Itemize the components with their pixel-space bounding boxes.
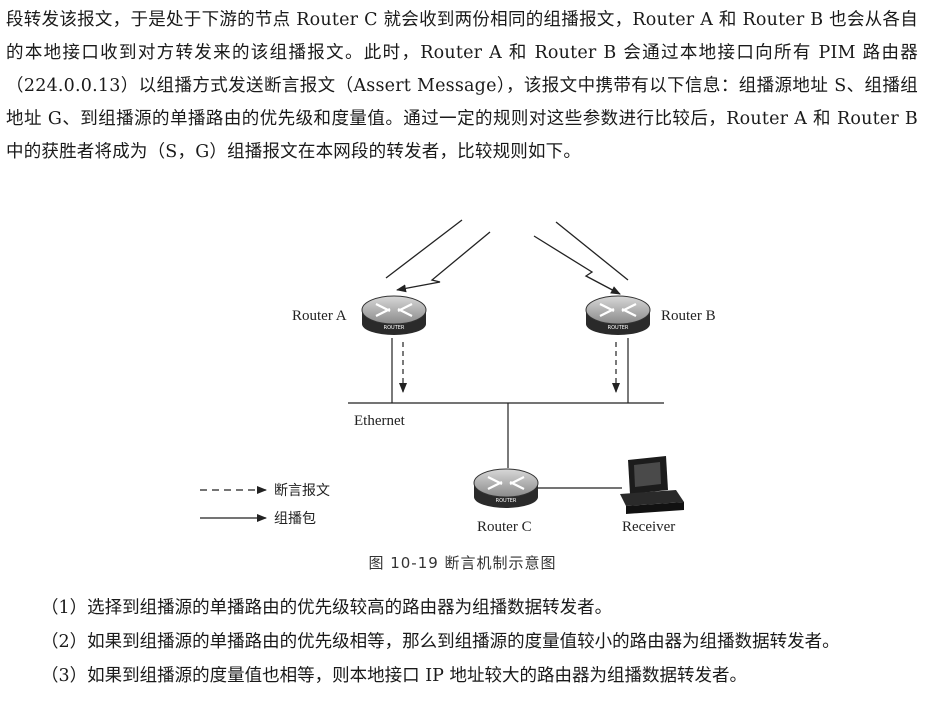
rule-item: （3）如果到组播源的度量值也相等，则本地接口 IP 地址较大的路由器为组播数据转…: [41, 666, 747, 686]
multicast-in-arrow-a: [385, 219, 491, 293]
receiver-label: Receiver: [622, 519, 675, 535]
router-a-badge: ROUTER: [384, 325, 405, 331]
ethernet-label: Ethernet: [354, 413, 406, 429]
receiver-computer-icon: [620, 456, 684, 514]
router-b-label: Router B: [661, 308, 716, 324]
router-a-label: Router A: [292, 308, 347, 324]
intro-paragraph: 段转发该报文，于是处于下游的节点 Router C 就会收到两份相同的组播报文，…: [6, 10, 918, 162]
router-c-label: Router C: [477, 519, 532, 535]
network-diagram: ROUTER Router A ROUTER Router B Ethernet: [200, 219, 716, 535]
router-b: ROUTER: [585, 295, 651, 335]
legend: 断言报文 组播包: [200, 483, 330, 527]
legend-multicast-label: 组播包: [274, 511, 316, 527]
rule-item: （2）如果到组播源的单播路由的优先级相等，那么到组播源的度量值较小的路由器为组播…: [41, 632, 840, 652]
figure-caption: 图 10-19 断言机制示意图: [368, 554, 557, 572]
multicast-in-arrow-b: [533, 221, 629, 295]
router-b-badge: ROUTER: [608, 325, 629, 331]
legend-assert-label: 断言报文: [274, 483, 330, 499]
rules-list: （1）选择到组播源的单播路由的优先级较高的路由器为组播数据转发者。 （2）如果到…: [6, 591, 918, 693]
assert-mechanism-figure: ROUTER Router A ROUTER Router B Ethernet: [0, 210, 925, 580]
router-c: ROUTER: [473, 468, 539, 508]
router-a: ROUTER: [361, 295, 427, 335]
rule-item: （1）选择到组播源的单播路由的优先级较高的路由器为组播数据转发者。: [41, 598, 613, 618]
router-c-badge: ROUTER: [496, 498, 517, 504]
